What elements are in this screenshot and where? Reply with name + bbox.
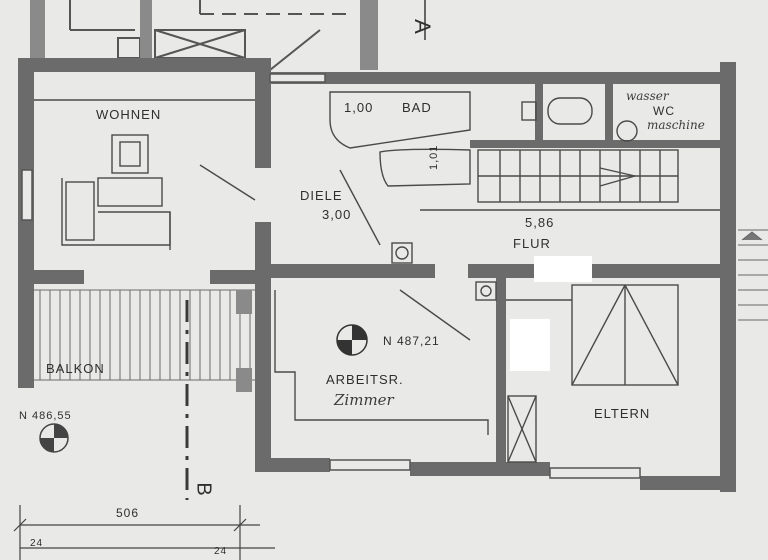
walls [18, 58, 736, 492]
top-remnants [30, 0, 378, 71]
room-label-arbeitsr: ARBEITSR. [326, 372, 404, 387]
section-marker-b-label: B [192, 482, 215, 497]
dimension-right-small: 24 [214, 546, 228, 557]
windows [21, 73, 641, 479]
diele-size-label: 3,00 [322, 207, 352, 222]
dimension-lines [13, 505, 275, 560]
label-zimmer: Zimmer [334, 391, 394, 409]
balkon-hatching [34, 289, 255, 392]
label-wasser: wasser [626, 89, 669, 103]
bad-width-label: 1,00 [344, 100, 374, 115]
room-label-balkon: BALKON [46, 361, 105, 376]
label-maschine: maschine [647, 118, 705, 132]
bad-height-label: 1,01 [428, 144, 440, 170]
level-marker-balkon [39, 423, 69, 453]
room-label-diele: DIELE [300, 188, 343, 203]
room-label-flur: FLUR [513, 236, 551, 251]
redaction-block-top [534, 256, 592, 282]
room-label-bad: BAD [402, 100, 432, 115]
flur-size-label: 5,86 [525, 215, 555, 230]
outer-stair [738, 229, 768, 321]
level-marker-inner [336, 324, 368, 356]
room-label-eltern: ELTERN [594, 406, 651, 421]
room-label-wc: WC [653, 104, 675, 118]
level-label-balkon: N 486,55 [19, 410, 72, 422]
level-label-inner: N 487,21 [383, 334, 440, 348]
section-marker-a-label: A [409, 19, 435, 35]
interior-lines [34, 91, 720, 463]
room-label-wohnen: WOHNEN [96, 107, 162, 122]
dimension-bottom: 506 [116, 506, 140, 520]
redaction-block-middle [510, 319, 550, 371]
dimension-left-small: 24 [30, 538, 44, 549]
